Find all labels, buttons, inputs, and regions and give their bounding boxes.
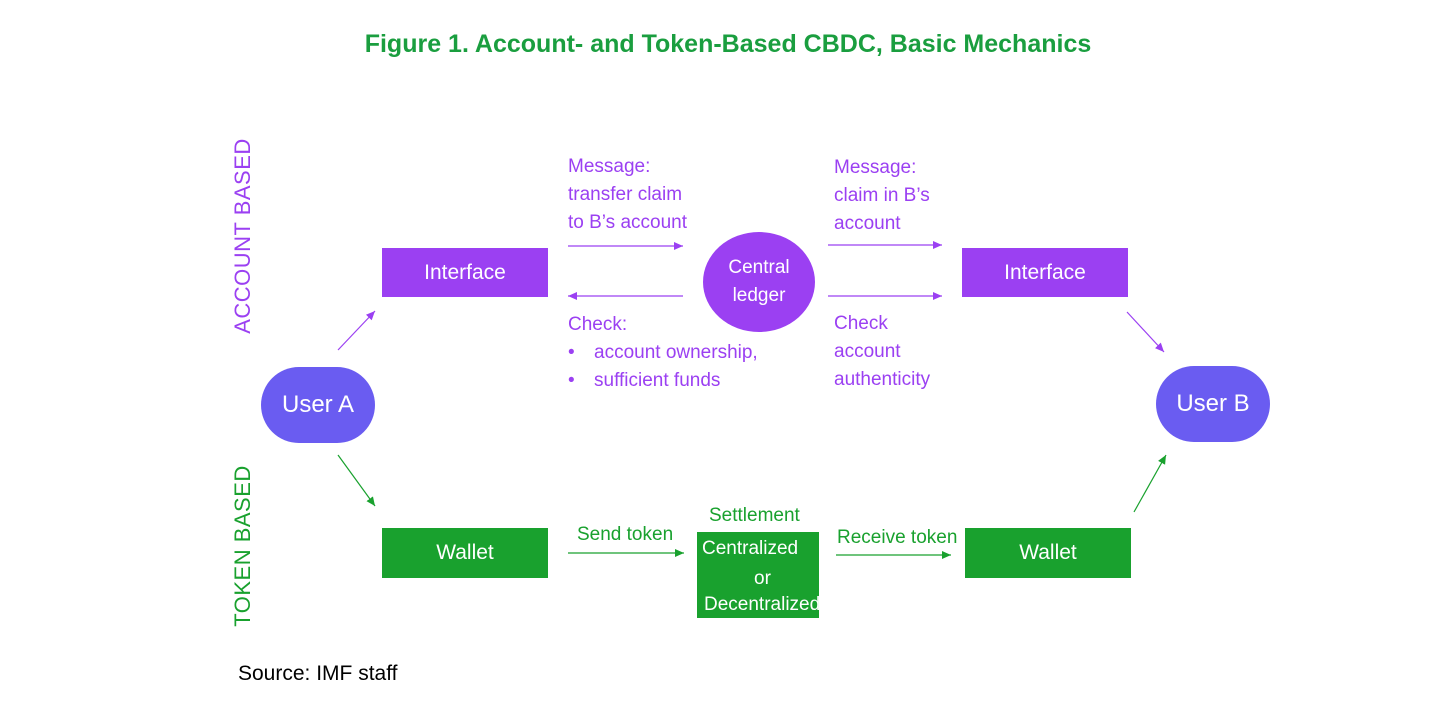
central-ledger-node: Central ledger xyxy=(703,232,815,332)
user-a-label: User A xyxy=(281,391,355,418)
user-a-node: User A xyxy=(261,367,375,443)
interface-left-box: Interface xyxy=(382,248,548,297)
wallet-right-box: Wallet xyxy=(965,528,1131,578)
check-line: authenticity xyxy=(834,369,931,390)
figure-title: Figure 1. Account- and Token-Based CBDC,… xyxy=(364,30,1092,58)
source-note: Source: IMF staff xyxy=(238,662,398,685)
arrow-user-a-to-wallet xyxy=(337,454,376,507)
wallet-left-box: Wallet xyxy=(382,528,548,578)
message-line: Message: xyxy=(834,157,917,178)
check-item: account ownership, xyxy=(568,339,758,367)
arrow-user-a-to-interface xyxy=(337,310,376,351)
arrow-wallet-to-user-b xyxy=(1133,454,1167,513)
wallet-right-label: Wallet xyxy=(1019,541,1077,564)
check-line: Check xyxy=(834,313,888,334)
settlement-title: Settlement xyxy=(709,505,800,526)
message-line: account xyxy=(834,213,901,234)
ledger-line-2: ledger xyxy=(732,285,786,306)
settlement-line-2: or xyxy=(754,568,771,589)
message-line: to B’s account xyxy=(568,212,688,233)
settlement-line-3: Decentralized xyxy=(704,594,821,615)
interface-left-label: Interface xyxy=(424,260,506,284)
check-account-authenticity: Check account authenticity xyxy=(834,310,930,394)
check-ownership-funds: Check: account ownership, sufficient fun… xyxy=(568,311,758,395)
message-line: Message: xyxy=(568,156,651,177)
arrow-interface-to-user-b xyxy=(1126,311,1165,353)
message-claim-in-b-account: Message: claim in B’s account xyxy=(834,154,930,238)
receive-token-label: Receive token xyxy=(837,527,958,548)
check-list: account ownership, sufficient funds xyxy=(568,339,758,395)
user-b-label: User B xyxy=(1176,390,1250,417)
settlement-box: Centralized or Decentralized xyxy=(697,532,821,618)
check-title: Check: xyxy=(568,314,628,335)
message-transfer-claim: Message: transfer claim to B’s account xyxy=(568,153,687,237)
interface-right-box: Interface xyxy=(962,248,1128,297)
wallet-left-label: Wallet xyxy=(436,541,494,564)
check-line: account xyxy=(834,341,901,362)
settlement-line-1: Centralized xyxy=(702,538,799,559)
user-b-node: User B xyxy=(1156,366,1270,442)
send-token-label: Send token xyxy=(577,524,674,545)
interface-right-label: Interface xyxy=(1004,260,1086,284)
ledger-line-1: Central xyxy=(728,257,790,278)
check-item: sufficient funds xyxy=(568,367,758,395)
message-line: transfer claim xyxy=(568,184,683,205)
message-line: claim in B’s xyxy=(834,185,930,206)
